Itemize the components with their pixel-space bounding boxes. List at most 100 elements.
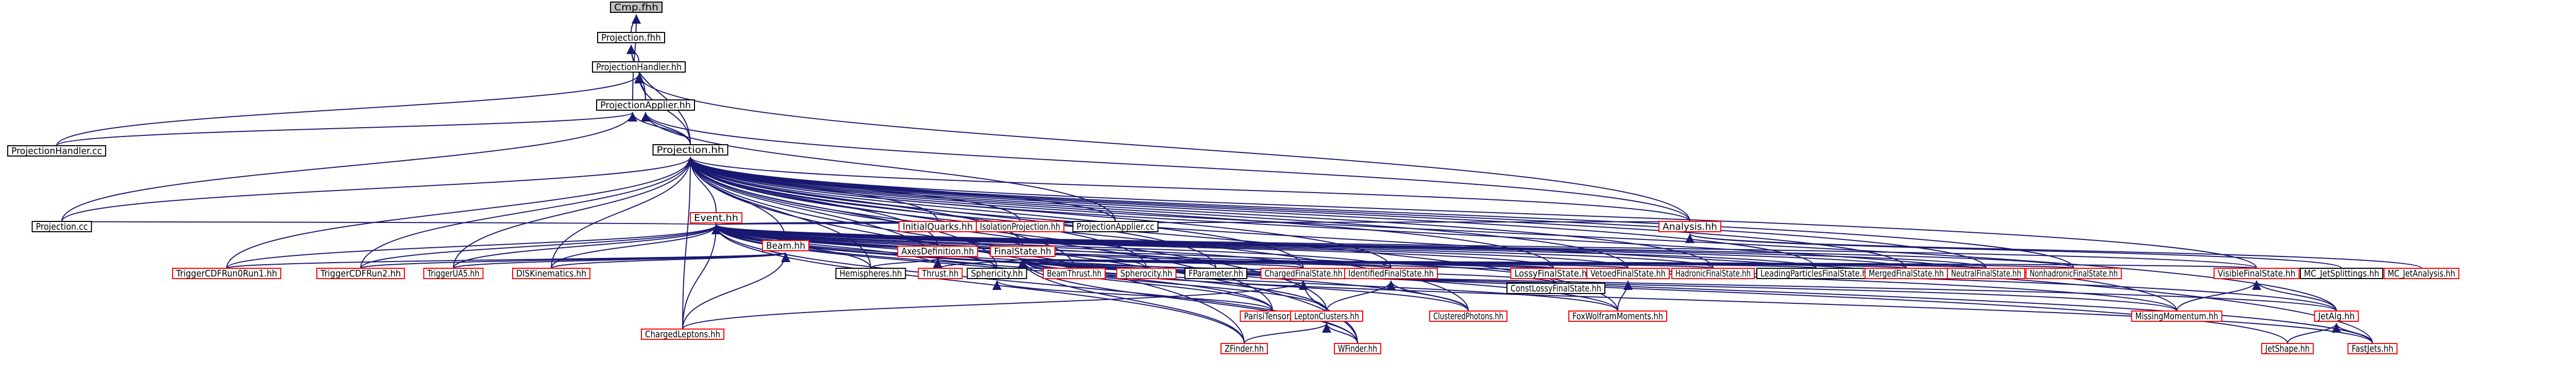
node-pacc[interactable]: ProjectionApplier.cc: [1072, 221, 1159, 232]
node-label: LossyFinalState.hh: [1515, 268, 1592, 279]
node-fastj[interactable]: FastJets.hh: [2347, 343, 2398, 354]
node-jshape[interactable]: JetShape.hh: [2261, 343, 2314, 354]
edge-tcdf1-to-beam: [226, 252, 790, 269]
node-cp[interactable]: ClusteredPhotons.hh: [1429, 311, 1507, 322]
edge-lc-to-fs: [1018, 258, 1327, 312]
node-box: [990, 246, 1056, 257]
node-label: ChargedFinalState.hh: [1265, 268, 1343, 279]
node-box: [835, 268, 906, 279]
node-mm[interactable]: MissingMomentum.hh: [2131, 311, 2223, 322]
edge-lpfs-to-projhh: [686, 157, 1817, 269]
edge-fwm-to-projhh: [686, 157, 1618, 312]
node-tua1[interactable]: TriggerUA5.hh: [423, 268, 484, 279]
node-cfs[interactable]: ChargedFinalState.hh: [1260, 268, 1347, 279]
edge-nfs-to-projhh: [686, 157, 1987, 269]
node-iq[interactable]: InitialQuarks.hh: [899, 221, 977, 232]
node-box: [1043, 268, 1106, 279]
edge-visfs-to-fs: [1021, 258, 2257, 269]
node-hfs[interactable]: HadronicFinalState.hh: [1671, 268, 1755, 279]
edge-jalg-to-event: [711, 225, 2337, 312]
node-clfs[interactable]: ConstLossyFinalState.hh: [1506, 283, 1605, 294]
node-label: MC_JetSplittings.hh: [2304, 268, 2379, 279]
node-box: [967, 268, 1027, 279]
node-box: [2025, 268, 2122, 279]
node-hemi[interactable]: Hemispheres.hh: [835, 268, 906, 279]
node-label: JetShape.hh: [2265, 343, 2310, 354]
node-nfs[interactable]: NeutralFinalState.hh: [1947, 268, 2025, 279]
node-cmp[interactable]: Cmp.fhh: [610, 2, 663, 13]
edge-pt-to-sph: [992, 280, 1273, 312]
node-isop[interactable]: IsolationProjection.hh: [976, 221, 1064, 232]
edge-phcc-to-cmphh: [56, 112, 637, 146]
node-mcja[interactable]: MC_JetAnalysis.hh: [2383, 268, 2460, 279]
edge-mcja-to-analysis: [1685, 233, 2422, 269]
node-label: LeptonClusters.hh: [1294, 311, 1359, 322]
node-label: ProjectionApplier.hh: [600, 100, 691, 111]
node-fparam[interactable]: FParameter.hh: [1184, 268, 1247, 279]
edge-pacc-to-pahh: [641, 112, 1116, 222]
node-event[interactable]: Event.hh: [690, 212, 742, 223]
node-box: [512, 268, 590, 279]
edge-analysis-to-projhh: [686, 157, 1690, 222]
node-analysis[interactable]: Analysis.hh: [1658, 221, 1721, 232]
node-mcjs[interactable]: MC_JetSplittings.hh: [2300, 268, 2383, 279]
node-jalg[interactable]: JetAlg.hh: [2314, 311, 2359, 322]
node-axes[interactable]: AxesDefinition.hh: [897, 246, 978, 257]
node-label: MissingMomentum.hh: [2136, 311, 2218, 322]
edge-analysis-to-event: [715, 215, 1690, 226]
edge-pt-to-projhh: [686, 157, 1273, 312]
node-box: [976, 221, 1064, 232]
node-box: [1072, 221, 1159, 232]
node-projfh[interactable]: Projection.fhh: [597, 32, 665, 43]
node-lpfs[interactable]: LeadingParticlesFinalState.hh: [1756, 268, 1876, 279]
node-vfs[interactable]: VetoedFinalState.hh: [1586, 268, 1670, 279]
node-mfs[interactable]: MergedFinalState.hh: [1865, 268, 1948, 279]
node-sph[interactable]: Sphericity.hh: [967, 268, 1027, 279]
edge-jshape-to-jalg: [2287, 323, 2341, 344]
node-phhh[interactable]: ProjectionHandler.hh: [592, 61, 686, 73]
node-pahh[interactable]: ProjectionApplier.hh: [596, 99, 695, 111]
node-ifs[interactable]: IdentifiedFinalState.hh: [1344, 268, 1438, 279]
node-box: [2383, 268, 2460, 279]
node-tcdf2[interactable]: TriggerCDFRun2.hh: [316, 268, 405, 279]
node-lc[interactable]: LeptonClusters.hh: [1290, 311, 1363, 322]
node-box: [1947, 268, 2025, 279]
node-label: MergedFinalState.hh: [1869, 268, 1944, 279]
node-projcc[interactable]: Projection.cc: [31, 221, 92, 232]
node-fs[interactable]: FinalState.hh: [990, 246, 1056, 257]
node-spher2[interactable]: Spherocity.hh: [1116, 268, 1177, 279]
node-box: [1658, 221, 1721, 232]
edge-projcc-to-event: [61, 215, 719, 226]
node-zf[interactable]: ZFinder.hh: [1221, 343, 1268, 354]
node-lfs[interactable]: LossyFinalState.hh: [1510, 268, 1597, 279]
node-label: FoxWolframMoments.hh: [1572, 311, 1663, 322]
node-fwm[interactable]: FoxWolframMoments.hh: [1568, 311, 1667, 322]
node-box: [1586, 268, 1670, 279]
edge-wf-to-fs: [1018, 258, 1358, 344]
node-label: AxesDefinition.hh: [902, 246, 974, 257]
node-tcdf1[interactable]: TriggerCDFRun0Run1.hh: [172, 268, 281, 279]
node-projhh[interactable]: Projection.hh: [652, 144, 728, 156]
edge-jalg-to-fs: [1018, 258, 2337, 312]
node-chl[interactable]: ChargedLeptons.hh: [641, 329, 724, 340]
node-dis[interactable]: DISKinematics.hh: [512, 268, 590, 279]
edge-isop-to-projhh: [686, 157, 1021, 222]
node-box: [918, 268, 963, 279]
node-thrust[interactable]: Thrust.hh: [918, 268, 963, 279]
node-visfs[interactable]: VisibleFinalState.hh: [2213, 268, 2300, 279]
node-box: [172, 268, 281, 279]
node-label: ConstLossyFinalState.hh: [1511, 283, 1601, 294]
node-label: InitialQuarks.hh: [903, 221, 973, 232]
node-bthrust[interactable]: BeamThrust.hh: [1043, 268, 1106, 279]
node-beam[interactable]: Beam.hh: [762, 240, 809, 251]
edge-jalg-to-visfs: [2252, 280, 2337, 312]
node-box: [652, 144, 728, 156]
edge-mm-to-projhh: [686, 157, 2177, 312]
edge-projcc-to-cmphh: [61, 112, 637, 222]
node-wf[interactable]: WFinder.hh: [1334, 343, 1381, 354]
node-label: NonhadronicFinalState.hh: [2030, 268, 2118, 279]
node-phcc[interactable]: ProjectionHandler.cc: [7, 145, 106, 157]
node-nhfs[interactable]: NonhadronicFinalState.hh: [2025, 268, 2122, 279]
node-label: Analysis.hh: [1663, 221, 1717, 232]
